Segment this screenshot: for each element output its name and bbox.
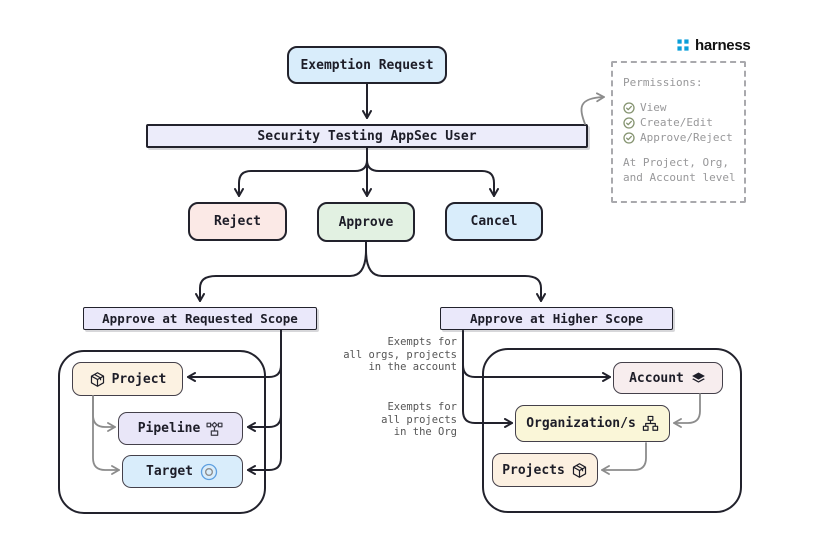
target-node: Target [122,455,243,488]
arrow-appsec-to-permissions [580,92,605,125]
organizations-label: Organization/s [526,416,636,431]
projects-label: Projects [502,462,565,478]
projects-node: Projects [492,453,598,487]
org-note-line3: in the Org [393,426,457,438]
higher-scope-banner: Approve at Higher Scope [440,307,673,330]
account-node: Account [613,362,723,394]
permissions-scope-line2: and Account level [623,171,736,184]
pipeline-label: Pipeline [137,421,201,436]
harness-logo: harness [674,36,751,54]
project-node: Project [72,362,183,396]
exemption-request-node: Exemption Request [287,46,447,84]
higher-scope-title: Approve at Higher Scope [469,311,644,326]
approve-node: Approve [317,202,415,242]
permission-view-label: View [640,101,667,114]
check-circle-icon [623,116,635,129]
account-scope-note: Exempts for all orgs, projects in the ac… [335,336,457,374]
target-icon [200,463,218,480]
permission-item: Create/Edit [623,115,740,130]
org-scope-note: Exempts for all projects in the Org [335,401,457,439]
higher-scope-group [482,348,742,513]
permission-item: View [623,100,740,115]
arrow-approve-to-requested-scope [195,241,367,302]
arrow-appsec-to-cancel [366,149,499,197]
organizations-node: Organization/s [515,405,670,442]
account-note-line1: Exempts for [387,336,457,348]
permission-item: Approve/Reject [623,130,740,145]
permissions-scope-note: At Project, Org, and Account level [623,155,740,185]
cancel-node: Cancel [445,202,543,241]
appsec-user-node: Security Testing AppSec User [146,124,588,148]
account-note-line2: all orgs, projects [343,348,457,361]
cube-icon [90,371,104,387]
check-circle-icon [623,131,635,144]
org-note-line2: all projects [381,413,457,426]
exemption-request-label: Exemption Request [300,57,434,73]
harness-logo-icon [677,39,689,51]
approve-label: Approve [338,214,394,230]
harness-wordmark: harness [695,36,751,54]
reject-node: Reject [188,202,287,241]
project-label: Project [111,371,167,387]
arrow-appsec-to-reject [234,149,368,197]
pipeline-graph-icon [206,421,223,436]
requested-scope-banner: Approve at Requested Scope [83,307,317,330]
permission-create-edit-label: Create/Edit [640,116,713,129]
permissions-panel: Permissions: View Create/Edit Approve/Re… [611,61,746,203]
check-circle-icon [623,101,635,114]
cube-icon [572,462,586,478]
account-label: Account [629,370,684,386]
permission-approve-reject-label: Approve/Reject [640,131,733,144]
reject-label: Reject [214,214,261,229]
permissions-scope-line1: At Project, Org, [623,156,729,169]
layers-icon [692,371,705,383]
requested-scope-title: Approve at Requested Scope [102,311,298,326]
org-chart-icon [642,415,658,431]
org-note-line1: Exempts for [387,401,457,413]
cancel-label: Cancel [470,214,518,229]
permissions-title: Permissions: [623,76,703,89]
pipeline-node: Pipeline [118,412,243,445]
account-note-line3: in the account [368,361,457,373]
appsec-user-label: Security Testing AppSec User [257,128,477,144]
arrow-approve-to-higher-scope [365,241,546,302]
target-label: Target [146,464,193,479]
